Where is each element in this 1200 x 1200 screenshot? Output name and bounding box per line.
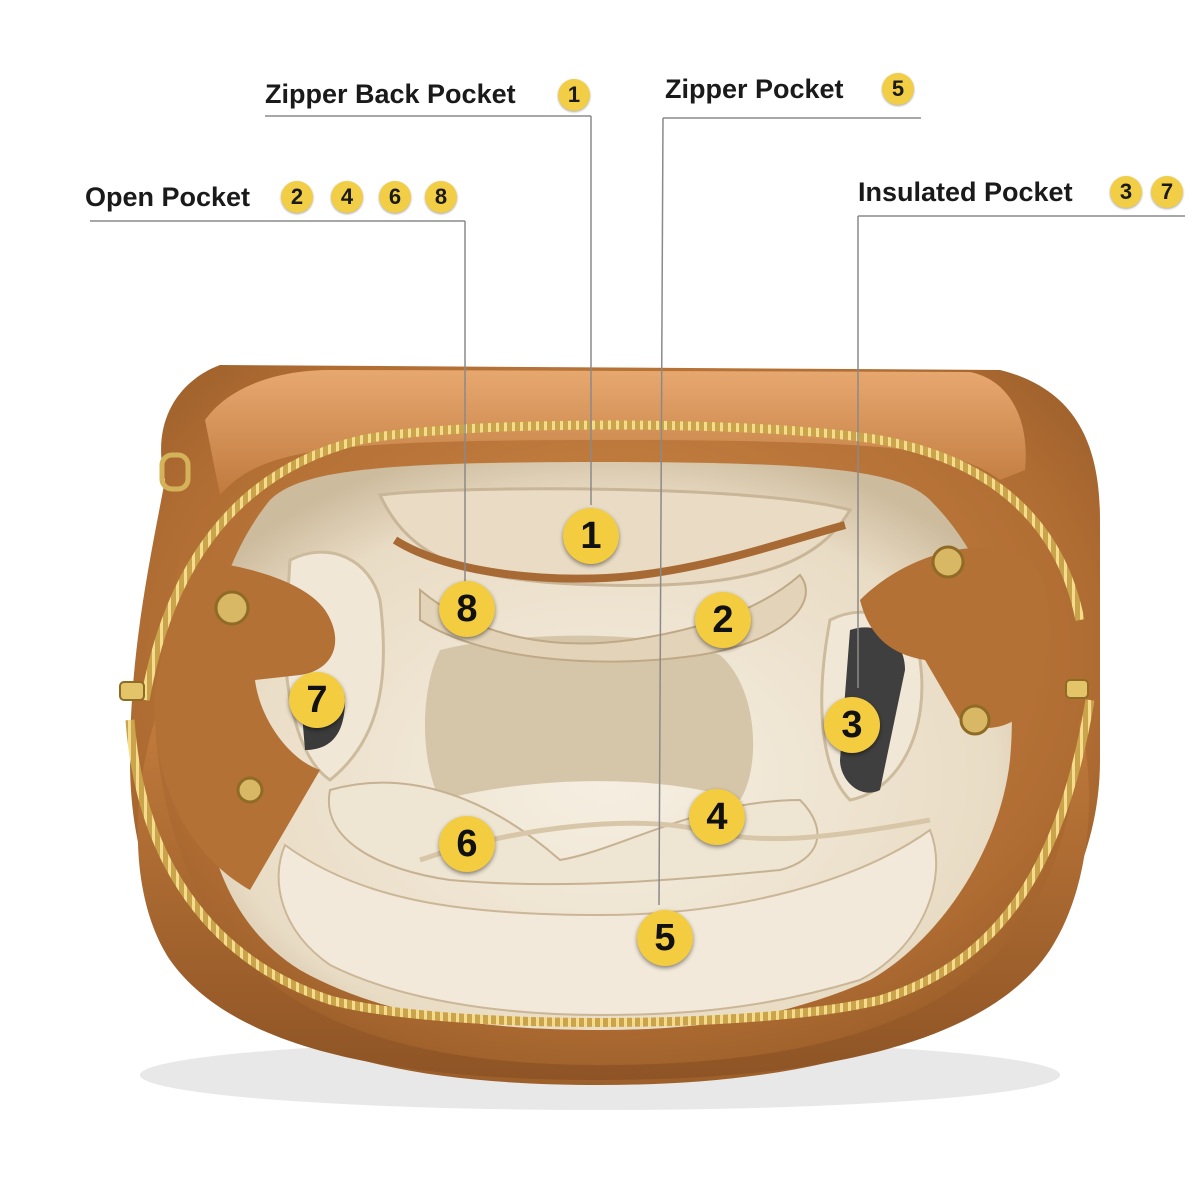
zipper-pull-right xyxy=(1065,679,1089,699)
callout-insulated-title: Insulated Pocket xyxy=(858,177,1073,207)
bag-base-panel xyxy=(425,635,754,800)
strap-ring-left xyxy=(159,452,191,492)
zipper-pull-left xyxy=(119,681,145,701)
callout-open-badge-8: 8 xyxy=(425,181,457,213)
marker-7: 7 xyxy=(289,672,345,728)
marker-2: 2 xyxy=(695,592,751,648)
marker-4: 4 xyxy=(689,789,745,845)
snap-right-lower xyxy=(959,704,991,736)
snap-right xyxy=(931,545,965,579)
bag-top-rim xyxy=(205,370,1026,495)
marker-5: 5 xyxy=(637,910,693,966)
main-zipper-bottom xyxy=(125,699,1095,1027)
callout-open-badge-6: 6 xyxy=(379,181,411,213)
callout-open-badge-4: 4 xyxy=(331,181,363,213)
marker-1: 1 xyxy=(563,508,619,564)
callout-zipper-badge-5: 5 xyxy=(882,73,914,105)
callout-insulated-badge-3: 3 xyxy=(1110,176,1142,208)
snap-left-lower xyxy=(236,776,264,804)
main-zipper-top xyxy=(140,420,1085,701)
callout-zipper-title: Zipper Pocket xyxy=(665,74,844,104)
leader-zipper-v xyxy=(658,117,664,906)
marker-6: 6 xyxy=(439,816,495,872)
marker-8: 8 xyxy=(439,581,495,637)
side-tab-left xyxy=(154,560,336,890)
front-pocket xyxy=(277,828,938,1017)
callout-lines xyxy=(90,115,1185,906)
marker-3: 3 xyxy=(824,697,880,753)
callout-zipper-back-title: Zipper Back Pocket xyxy=(265,79,516,109)
callout-open-title: Open Pocket xyxy=(85,182,251,212)
side-tab-right xyxy=(860,547,1050,729)
snap-left xyxy=(214,590,250,626)
callout-zipper-back-badge-1: 1 xyxy=(558,79,590,111)
callout-insulated-badge-7: 7 xyxy=(1151,176,1183,208)
back-pocket-zipper xyxy=(392,521,847,583)
callout-open-badge-2: 2 xyxy=(281,181,313,213)
